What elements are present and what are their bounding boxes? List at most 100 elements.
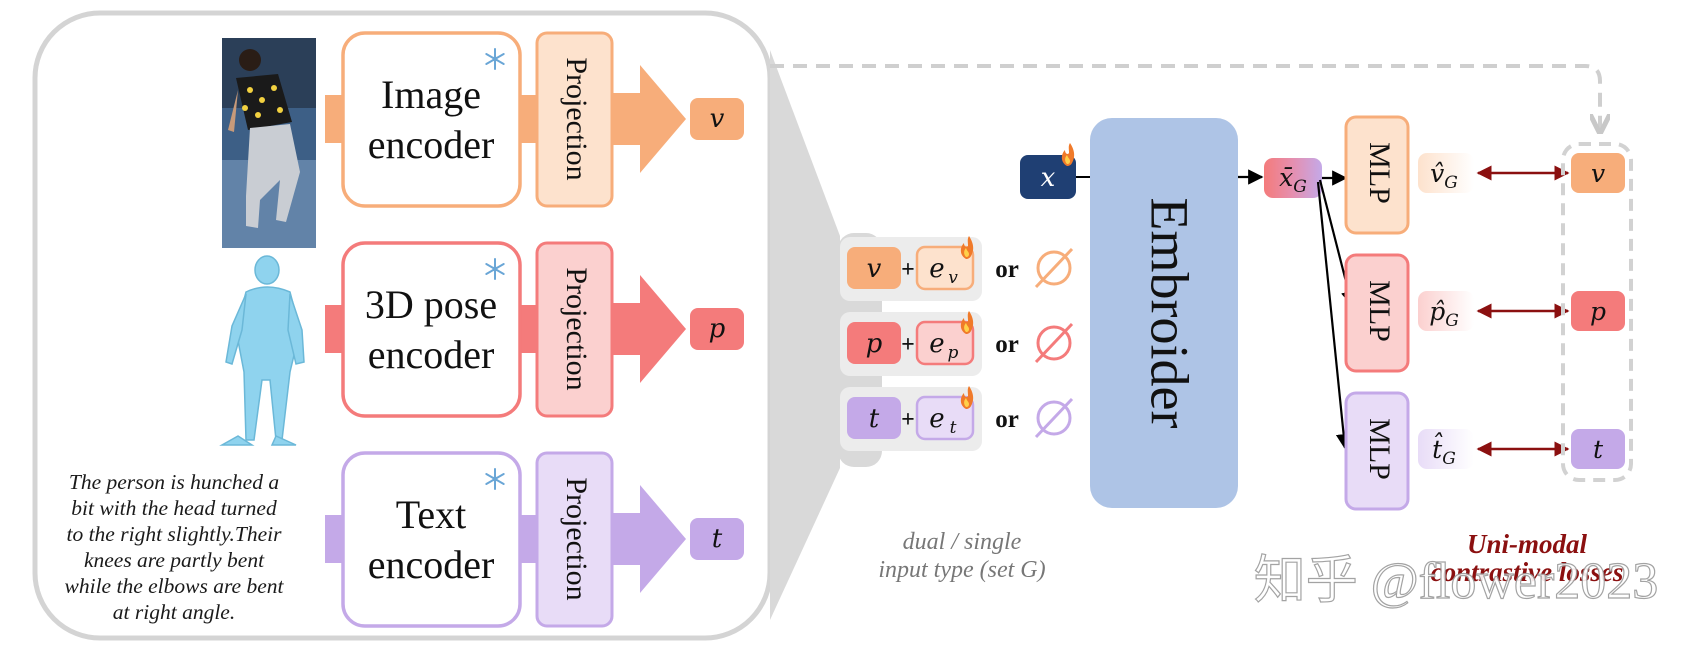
target-token-label: v	[1591, 159, 1605, 188]
branch-arrow-3	[1316, 181, 1352, 450]
embedding-subscript: v	[948, 268, 958, 288]
caption-line: knees are partly bent	[84, 548, 265, 572]
3d-human-mesh-icon	[219, 255, 305, 446]
embedding-subscript: t	[950, 418, 957, 438]
embroider-label: Embroider	[1140, 198, 1200, 429]
target-token	[1571, 429, 1625, 469]
encoder-row-text: Text encoder Projection t	[325, 451, 744, 628]
embedding-token	[915, 395, 975, 441]
output-arrowhead	[640, 485, 686, 593]
projection-label: Projection	[560, 57, 593, 180]
empty-set-icon	[1036, 325, 1072, 361]
output-arrowhead	[640, 275, 686, 383]
snowflake-icon	[483, 47, 507, 71]
encoder-label-line1: Image	[381, 72, 481, 117]
empty-set-slash	[1034, 397, 1074, 439]
encoder-box	[341, 31, 522, 208]
encoder-label-line1: Text	[396, 492, 467, 537]
empty-set-slash	[1034, 322, 1074, 364]
caption-line: The person is hunched a	[69, 470, 279, 494]
projection-box	[535, 241, 614, 418]
target-token-label: t	[1593, 435, 1604, 464]
target-group-box	[1561, 142, 1633, 482]
encoder-label-line1: 3D pose	[365, 282, 497, 327]
empty-set-slash	[1034, 247, 1074, 289]
x-token-label: x	[1041, 163, 1056, 193]
encoder-label-line2: encoder	[368, 122, 495, 167]
projection-box	[535, 451, 614, 628]
target-token	[1571, 153, 1625, 193]
encoder-output-label: v	[710, 104, 725, 134]
embedding-token-label: e	[929, 254, 944, 284]
projection-connector	[610, 93, 642, 145]
embroider-block	[1090, 118, 1238, 508]
modality-token	[847, 322, 901, 364]
caption-line: to the right slightly.Their	[66, 522, 282, 546]
empty-set-icon	[1036, 250, 1072, 286]
caption-line: at right angle.	[113, 600, 235, 624]
projection-box	[535, 31, 614, 208]
xbar-sub: G	[1293, 177, 1307, 197]
x-token	[1020, 155, 1076, 199]
modality-token-label: p	[866, 329, 883, 359]
watermark: 知乎 @flower2023	[1254, 553, 1659, 610]
encoder-label-line2: encoder	[368, 542, 495, 587]
embedding-token-label: e	[929, 404, 944, 434]
dashed-arrow	[770, 64, 1600, 130]
plus-sign: +	[901, 257, 915, 283]
input-connector	[325, 95, 345, 143]
xbar-token	[1264, 158, 1322, 198]
encoder-box	[341, 451, 522, 628]
plus-sign: +	[901, 332, 915, 358]
hat-output-label: p̂G	[1429, 297, 1459, 331]
caption-line: bit with the head turned	[71, 496, 277, 520]
projection-connector	[610, 303, 642, 355]
hat-output-token	[1418, 153, 1474, 193]
encoder-box	[341, 241, 522, 418]
or-label: or	[995, 256, 1019, 283]
output-arrowhead	[640, 65, 686, 173]
hat-output-label: v̂G	[1430, 159, 1458, 193]
plus-sign: +	[901, 407, 915, 433]
target-token-label: p	[1590, 297, 1606, 326]
modality-token-label: t	[869, 404, 880, 434]
caption-line: while the elbows are bent	[65, 574, 285, 598]
target-token	[1571, 291, 1625, 331]
embedding-token-label: e	[929, 329, 944, 359]
encoder-row-image: Image encoder Projection v	[325, 31, 744, 208]
xbar-base: x̄	[1279, 163, 1293, 192]
encoder-output-label: p	[709, 314, 726, 344]
input-caption-line1: dual / single	[903, 529, 1022, 555]
loss-caption-line1: Uni-modal	[1467, 529, 1588, 559]
empty-set-icon	[1036, 400, 1072, 436]
mlp-row-p: MLP p̂G p	[1344, 253, 1625, 373]
modality-token-label: v	[867, 254, 882, 284]
modality-token	[847, 397, 901, 439]
projection-label: Projection	[560, 477, 593, 600]
hat-output-label: t̂G	[1432, 433, 1456, 469]
loss-caption-line2: contrastive losses	[1431, 557, 1624, 587]
encoder-output-label: t	[712, 524, 723, 554]
mlp-label: MLP	[1363, 280, 1396, 342]
input-connector	[325, 515, 345, 563]
mlp-label: MLP	[1363, 418, 1396, 480]
encoder-output-token	[690, 518, 744, 560]
or-label: or	[995, 331, 1019, 358]
projection-label: Projection	[560, 267, 593, 390]
mlp-box	[1344, 253, 1410, 373]
zoom-funnel	[770, 50, 840, 620]
snowflake-icon	[483, 467, 507, 491]
snowflake-icon	[483, 257, 507, 281]
embedding-subscript: p	[948, 343, 959, 363]
